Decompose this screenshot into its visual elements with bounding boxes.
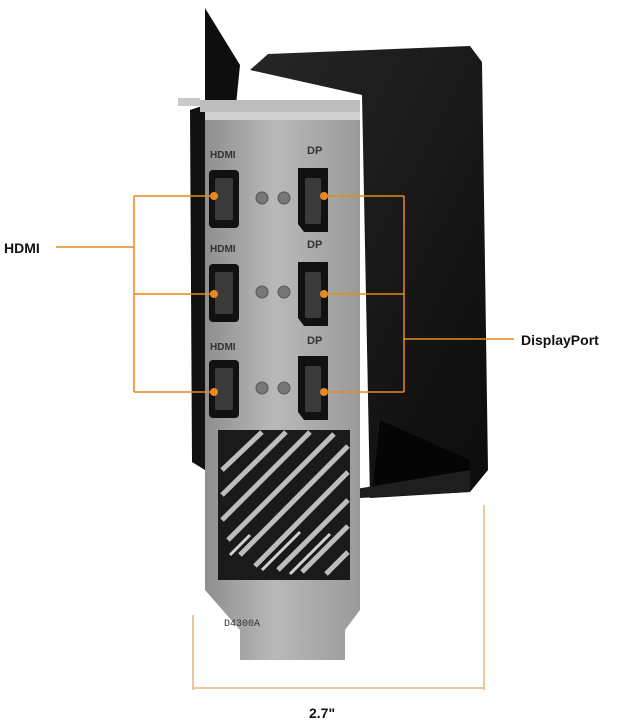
dp-callout-lines	[326, 195, 514, 393]
dp-port-label: DP	[307, 145, 322, 157]
bracket-part-code: D4300A	[224, 619, 260, 630]
hdmi-callout-dots	[210, 192, 218, 396]
hdmi-port-label: HDMI	[210, 150, 236, 161]
hdmi-port	[209, 170, 239, 228]
hdmi-port	[209, 264, 239, 322]
displayport-port	[298, 168, 328, 232]
card-shroud	[250, 46, 488, 498]
displayport-port	[298, 262, 328, 326]
hdmi-port-label: HDMI	[210, 342, 236, 353]
dp-port-label: DP	[307, 239, 322, 251]
dp-callout-dots	[320, 192, 328, 396]
hdmi-port-group: HDMI HDMI HDMI	[209, 150, 239, 418]
width-dimension-label: 2.7"	[309, 705, 336, 721]
hdmi-port-label: HDMI	[210, 244, 236, 255]
vent-grille	[218, 430, 350, 580]
hdmi-callout-lines	[56, 195, 210, 393]
displayport-port	[298, 356, 328, 420]
dp-port-label: DP	[307, 335, 322, 347]
width-dimension-lines	[192, 505, 485, 690]
displayport-callout-label: DisplayPort	[521, 332, 599, 348]
hdmi-port	[209, 360, 239, 418]
displayport-group: DP DP DP	[298, 145, 328, 420]
hdmi-callout-label: HDMI	[4, 240, 40, 256]
screw-holes	[255, 191, 291, 395]
